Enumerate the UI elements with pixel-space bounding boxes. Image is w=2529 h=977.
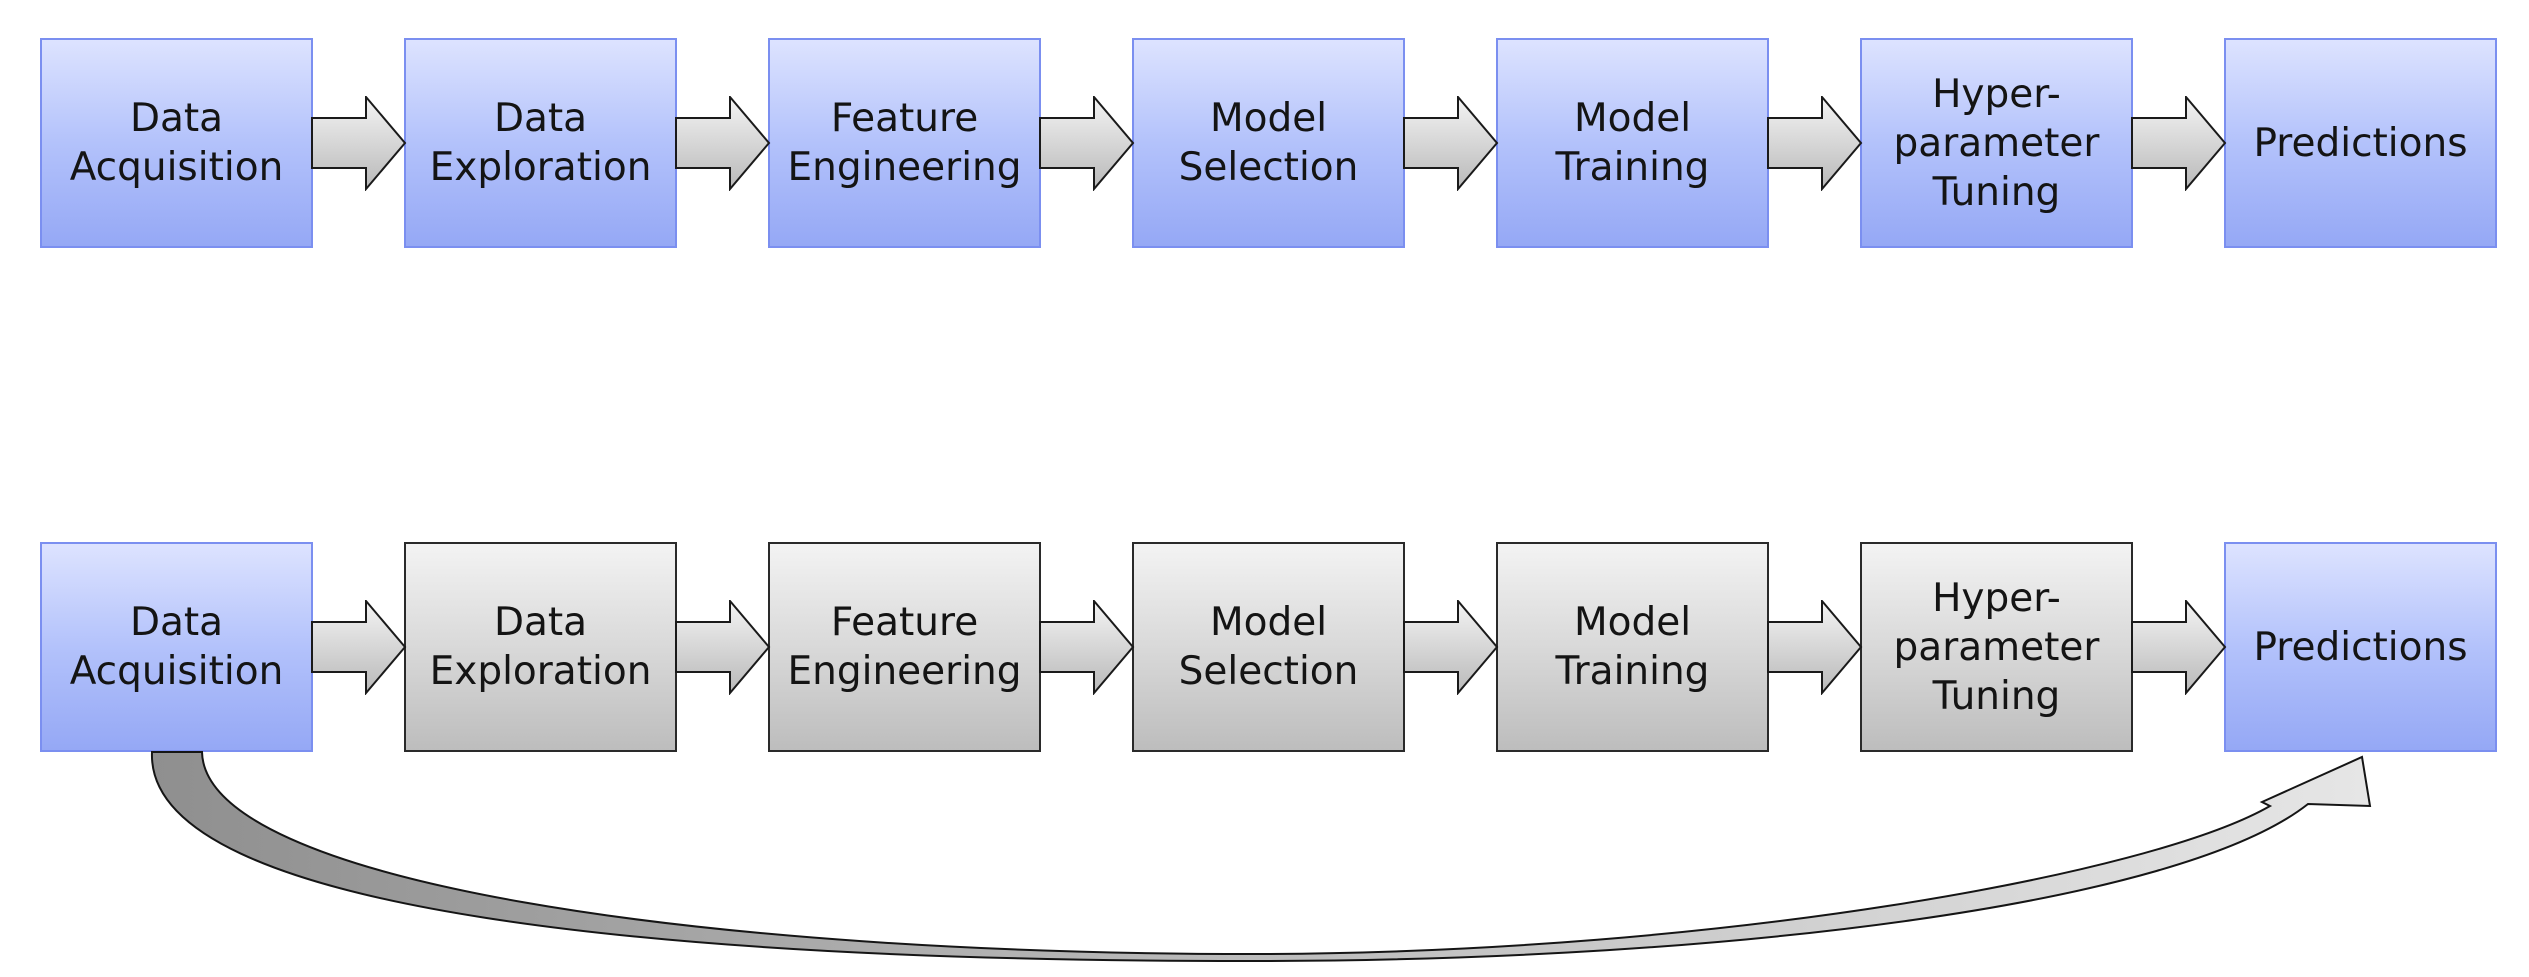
step-label-line: Model: [1209, 96, 1328, 141]
step-label-line: Data: [129, 96, 224, 141]
bottom-step-data-exploration: Data Exploration: [404, 542, 677, 752]
top-step-hyperparameter-tuning: Hyper- parameter Tuning: [1860, 38, 2133, 248]
step-label-line: Training: [1555, 145, 1710, 190]
step-label-line: Predictions: [2253, 120, 2468, 166]
step-label-line: Acquisition: [69, 145, 284, 190]
step-label-line: Engineering: [787, 145, 1022, 190]
step-label-line: Acquisition: [69, 649, 284, 694]
top-step-data-acquisition: Data Acquisition: [40, 38, 313, 248]
step-label-line: Data: [493, 600, 588, 645]
step-label-line: Model: [1573, 600, 1692, 645]
step-label-line: Selection: [1178, 145, 1359, 190]
right-arrow-icon: [675, 96, 771, 191]
top-step-feature-engineering: Feature Engineering: [768, 38, 1041, 248]
bottom-step-predictions: Predictions: [2224, 542, 2497, 752]
step-label-line: Training: [1555, 649, 1710, 694]
right-arrow-icon: [1403, 600, 1499, 695]
step-label-line: Feature: [830, 600, 979, 645]
right-arrow-icon: [311, 600, 407, 695]
step-label-line: Feature: [830, 96, 979, 141]
top-step-predictions: Predictions: [2224, 38, 2497, 248]
step-label-line: Model: [1573, 96, 1692, 141]
step-label-line: Data: [493, 96, 588, 141]
step-label-line: Data: [129, 600, 224, 645]
top-step-model-selection: Model Selection: [1132, 38, 1405, 248]
step-label-line: Predictions: [2253, 624, 2468, 670]
right-arrow-icon: [2131, 600, 2227, 695]
step-label-line: parameter: [1893, 624, 2100, 670]
right-arrow-icon: [1039, 600, 1135, 695]
right-arrow-icon: [311, 96, 407, 191]
step-label-line: parameter: [1893, 120, 2100, 166]
bottom-step-data-acquisition: Data Acquisition: [40, 542, 313, 752]
step-label-line: Tuning: [1932, 169, 2061, 215]
step-label-line: Exploration: [429, 145, 652, 190]
step-label-line: Model: [1209, 600, 1328, 645]
right-arrow-icon: [1403, 96, 1499, 191]
right-arrow-icon: [1767, 96, 1863, 191]
step-label-line: Exploration: [429, 649, 652, 694]
right-arrow-icon: [1039, 96, 1135, 191]
right-arrow-icon: [1767, 600, 1863, 695]
right-arrow-icon: [675, 600, 771, 695]
bottom-step-feature-engineering: Feature Engineering: [768, 542, 1041, 752]
step-label-line: Tuning: [1932, 673, 2061, 719]
step-label-line: Hyper-: [1932, 575, 2061, 621]
step-label-line: Hyper-: [1932, 71, 2061, 117]
step-label-line: Engineering: [787, 649, 1022, 694]
step-label-line: Selection: [1178, 649, 1359, 694]
right-arrow-icon: [2131, 96, 2227, 191]
